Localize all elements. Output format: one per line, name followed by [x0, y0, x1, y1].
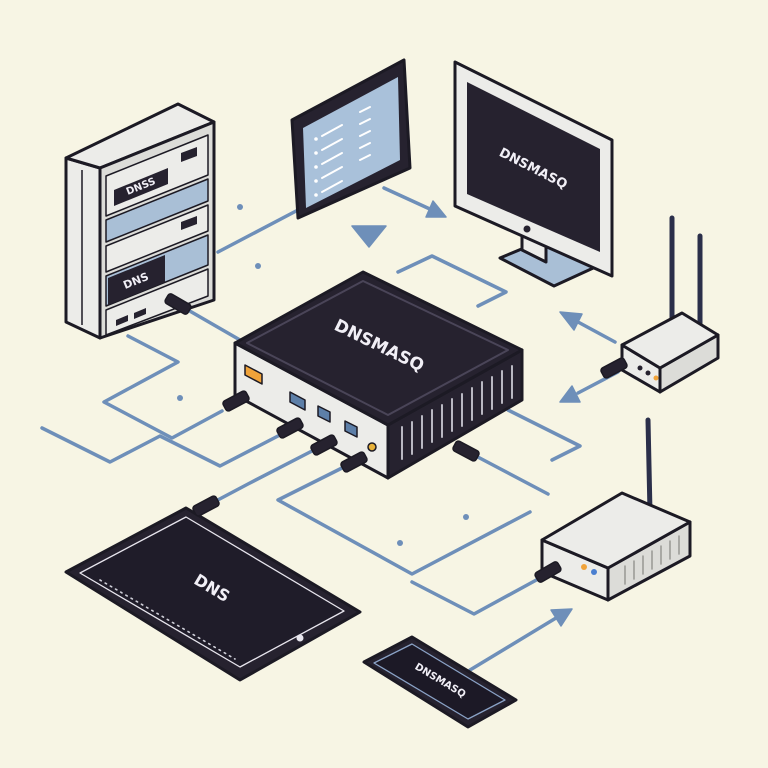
cable-plug-icon [600, 357, 628, 379]
status-led-icon [367, 442, 377, 452]
port-icon [344, 420, 358, 438]
home-button-icon [296, 634, 304, 642]
status-led-icon [591, 569, 597, 575]
list-mark [359, 118, 371, 125]
list-line [321, 152, 343, 165]
access-point-vent [624, 535, 680, 585]
cable-path-center-lower [276, 466, 532, 576]
arrowheads [351, 200, 583, 627]
router-vent [401, 365, 513, 460]
server-icon: DNSS DNS [64, 102, 216, 340]
cable-path-bottom [410, 576, 542, 616]
cable-path-top [396, 254, 508, 308]
wireless-router-top [620, 311, 720, 370]
list-line [321, 138, 343, 151]
dot [255, 263, 261, 269]
power-button-icon [523, 225, 531, 233]
dot [177, 395, 183, 401]
cable-plug-icon [452, 440, 480, 462]
list-bullet [314, 137, 318, 141]
cable-plug-icon [534, 561, 562, 583]
access-point-top [540, 491, 692, 570]
cable-server-to-router [186, 308, 242, 342]
status-led-icon [581, 564, 587, 570]
list-mark [359, 154, 371, 161]
dot [237, 204, 243, 210]
cable-plug-icon [276, 417, 304, 439]
cable-plug-icon [164, 293, 192, 315]
list-mark [359, 142, 371, 149]
status-led-icon [637, 365, 643, 371]
cable-path-left-upper [102, 334, 224, 440]
list-lines [314, 106, 371, 197]
cable-plug-icon [222, 390, 250, 412]
arrow-right-up-icon [550, 608, 573, 627]
list-bullet [314, 193, 318, 197]
arrow-down-icon [351, 225, 387, 248]
server-side-panel [64, 156, 102, 340]
tablet-screen [79, 516, 345, 668]
list-bullet [314, 151, 318, 155]
arrow-line-from-wireless-upper [576, 320, 617, 344]
decorative-dots [177, 204, 469, 546]
dot [463, 514, 469, 520]
wireless-router-icon [620, 215, 720, 394]
port-icon [116, 315, 128, 326]
router-top-rim [246, 280, 509, 416]
tablet-list-icon [290, 58, 412, 220]
cable-router-to-access-point [472, 453, 550, 496]
server-drawer [105, 178, 209, 243]
arrow-line-to-monitor [382, 186, 434, 212]
tablet-dotted-line [99, 579, 236, 660]
arrow-left-down-icon [559, 385, 581, 403]
server-label-plate [114, 168, 168, 206]
server-port-panel [105, 268, 209, 336]
port-icon [289, 391, 306, 411]
drive-indicator-icon [181, 147, 197, 162]
phone-icon: DNSMASQ [362, 635, 518, 729]
port-icon [317, 405, 331, 423]
status-led-icon [645, 370, 651, 376]
list-mark [359, 130, 371, 137]
phone-screen [373, 643, 506, 720]
monitor-icon: DNSMASQ [453, 60, 614, 288]
cable-router-to-tablet [212, 449, 314, 504]
list-mark [359, 106, 371, 113]
list-bullet [314, 179, 318, 183]
port-icon [244, 364, 263, 385]
dot [397, 540, 403, 546]
cable-path-left-lower [40, 426, 280, 468]
arrow-right-down-icon [425, 200, 447, 218]
tablet-icon: DNS [64, 506, 362, 682]
arrow-left-up-icon [559, 311, 583, 331]
cable-plug-icon [192, 495, 220, 517]
antenna-icon [645, 417, 653, 515]
drive-indicator-icon [181, 216, 197, 230]
status-led-icon [653, 375, 659, 381]
cable-plug-icon [310, 434, 338, 456]
cable-plug-icon [340, 451, 368, 473]
monitor-screen [467, 82, 600, 252]
list-bullet [314, 165, 318, 169]
cable-server-to-top-tablet [216, 208, 300, 254]
cable-network [40, 186, 620, 672]
port-icon [134, 308, 146, 319]
list-line [321, 124, 343, 137]
access-point-icon [540, 417, 692, 602]
list-line [321, 180, 343, 193]
arrow-line-from-phone [468, 616, 558, 672]
cable-path-right [506, 408, 582, 462]
router-icon: DNSMASQ [233, 270, 524, 480]
server-label-plate [108, 255, 165, 305]
list-line [321, 166, 343, 179]
cable-plugs [164, 293, 628, 583]
